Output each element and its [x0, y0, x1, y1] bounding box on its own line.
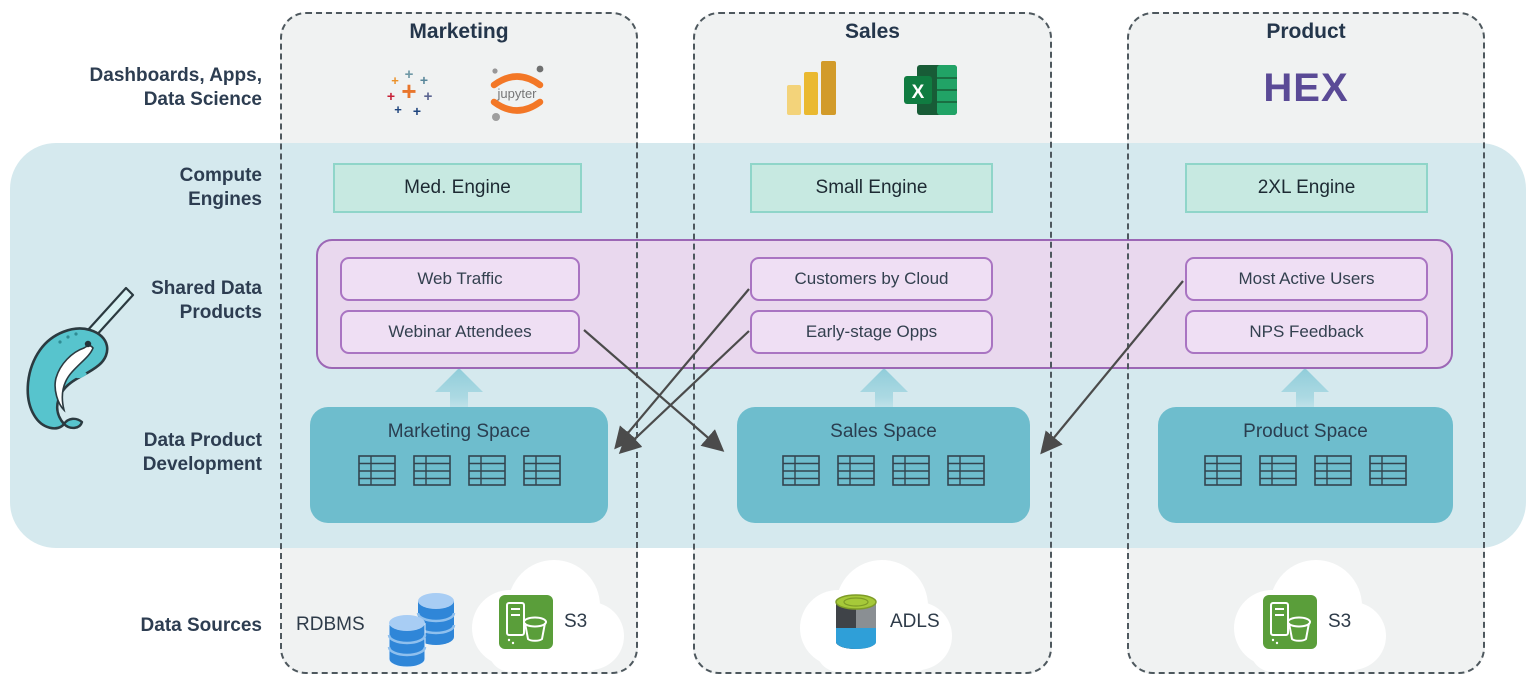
- space-box-sales: Sales Space: [737, 407, 1030, 523]
- space-title: Marketing Space: [387, 421, 531, 442]
- table-icon: [1369, 455, 1407, 486]
- cloud-adls-sales: ADLS: [790, 554, 954, 682]
- engine-box-sales: Small Engine: [750, 163, 993, 213]
- table-icon: [1314, 455, 1352, 486]
- engine-label: 2XL Engine: [1257, 177, 1356, 198]
- product-box-label: NPS Feedback: [1249, 322, 1364, 341]
- power-bi-icon: [787, 61, 836, 115]
- row-label-line: Dashboards, Apps,: [89, 65, 262, 86]
- table-icons: [1204, 455, 1407, 486]
- table-icon: [467, 455, 506, 486]
- table-icon: [892, 455, 930, 486]
- source-label: S3: [1328, 611, 1352, 632]
- adls-icon: [835, 594, 877, 649]
- row-label-line: Data Sources: [140, 615, 262, 636]
- space-title: Product Space: [1243, 421, 1368, 442]
- row-label-line: Compute: [179, 165, 262, 186]
- svg-text:+: +: [401, 76, 416, 106]
- row-label-shared-data-products: Shared Data Products: [0, 277, 262, 325]
- product-box-webinar-attendees: Webinar Attendees: [340, 310, 580, 354]
- row-label-data-product-development: Data Product Development: [0, 429, 262, 477]
- space-box-product: Product Space: [1158, 407, 1453, 523]
- row-label-line: Shared Data: [151, 278, 262, 299]
- table-icons: [357, 455, 561, 486]
- product-box-label: Web Traffic: [417, 269, 503, 288]
- engine-label: Med. Engine: [404, 177, 511, 198]
- s3-icon: [499, 595, 553, 649]
- engine-label: Small Engine: [815, 177, 928, 198]
- jupyter-icon: jupyter: [490, 65, 544, 121]
- engine-box-marketing: Med. Engine: [333, 163, 582, 213]
- svg-text:+: +: [413, 103, 421, 118]
- cloud-s3-marketing: S3: [462, 554, 626, 682]
- space-title: Sales Space: [830, 421, 937, 442]
- table-icon: [837, 455, 875, 486]
- hex-logo: HEX: [1263, 66, 1349, 110]
- table-icon: [1259, 455, 1297, 486]
- table-icon: [947, 455, 985, 486]
- row-label-data-sources: Data Sources: [0, 614, 262, 638]
- row-label-line: Data Product: [143, 430, 262, 451]
- table-icon: [782, 455, 820, 486]
- source-label: S3: [564, 611, 588, 632]
- product-box-most-active-users: Most Active Users: [1185, 257, 1428, 301]
- product-box-label: Most Active Users: [1238, 269, 1375, 288]
- svg-text:X: X: [912, 82, 925, 103]
- rdbms-label: RDBMS: [296, 614, 365, 635]
- product-box-label: Webinar Attendees: [388, 322, 532, 341]
- product-box-label: Customers by Cloud: [794, 269, 949, 288]
- narwhal-icon: [26, 286, 135, 430]
- row-label-line: Development: [142, 454, 262, 475]
- excel-icon: X: [904, 65, 957, 115]
- source-label: ADLS: [890, 611, 940, 632]
- row-label-line: Engines: [188, 189, 262, 210]
- svg-text:+: +: [424, 88, 433, 105]
- column-title-sales: Sales: [845, 20, 900, 43]
- product-box-nps-feedback: NPS Feedback: [1185, 310, 1428, 354]
- svg-text:+: +: [420, 72, 428, 88]
- column-title-product: Product: [1266, 20, 1346, 43]
- table-icon: [412, 455, 451, 486]
- product-box-web-traffic: Web Traffic: [340, 257, 580, 301]
- product-box-label: Early-stage Opps: [805, 322, 938, 341]
- database-icon: [387, 593, 456, 668]
- table-icon: [357, 455, 396, 486]
- space-box-marketing: Marketing Space: [310, 407, 608, 523]
- product-box-customers-by-cloud: Customers by Cloud: [750, 257, 993, 301]
- row-label-line: Data Science: [143, 89, 262, 110]
- engine-box-product: 2XL Engine: [1185, 163, 1428, 213]
- cloud-s3-product: S3: [1224, 554, 1388, 682]
- row-label-line: Products: [179, 302, 262, 323]
- svg-text:+: +: [391, 73, 399, 88]
- row-label-compute-engines: Compute Engines: [0, 164, 262, 212]
- column-title-marketing: Marketing: [409, 20, 509, 43]
- svg-text:jupyter: jupyter: [496, 86, 537, 101]
- tableau-icon: + + + + + + + +: [387, 66, 433, 118]
- table-icons: [782, 455, 985, 486]
- s3-icon: [1263, 595, 1317, 649]
- svg-text:+: +: [394, 102, 402, 117]
- product-box-early-stage-opps: Early-stage Opps: [750, 310, 993, 354]
- table-icon: [1204, 455, 1242, 486]
- row-label-dashboards: Dashboards, Apps, Data Science: [0, 64, 262, 112]
- table-icon: [522, 455, 561, 486]
